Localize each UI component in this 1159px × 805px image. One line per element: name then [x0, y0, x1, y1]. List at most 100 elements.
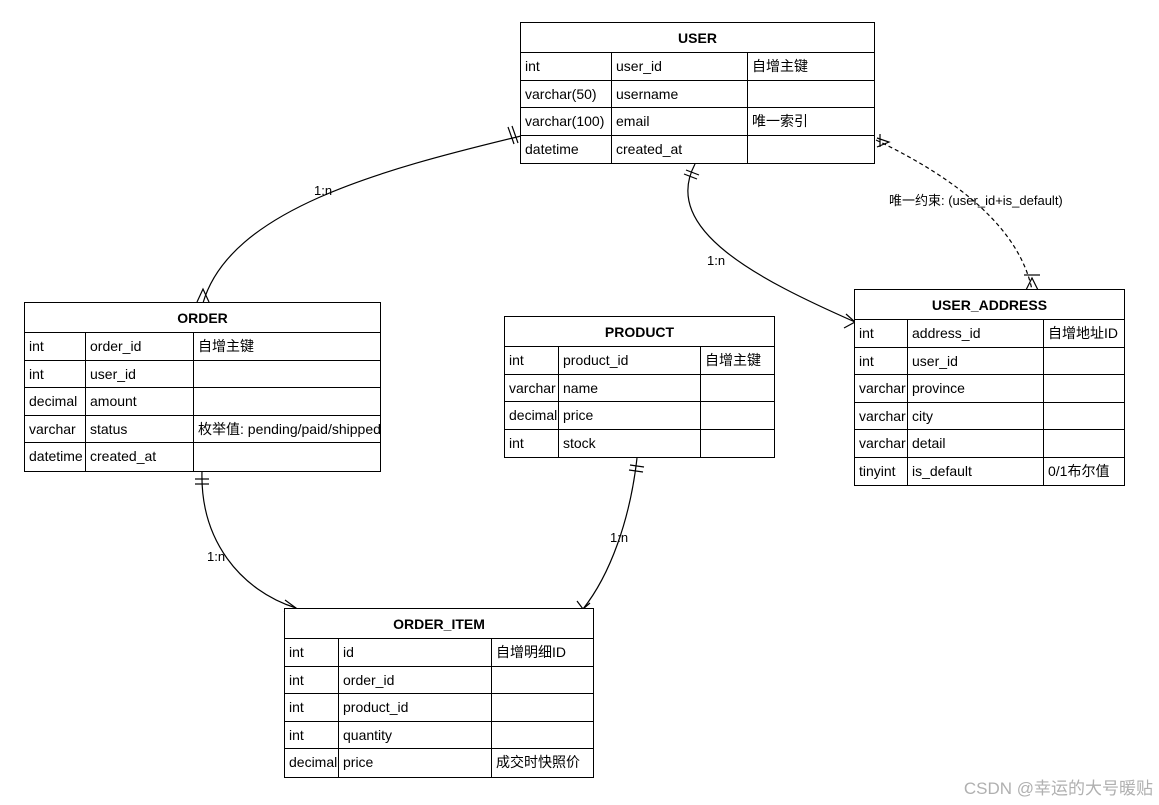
- column-type: int: [859, 325, 874, 341]
- column-note: [1043, 430, 1124, 457]
- column-type: int: [289, 699, 304, 715]
- table-row: int stock: [505, 429, 774, 457]
- column-type: int: [289, 644, 304, 660]
- table-row: int user_id: [855, 347, 1124, 375]
- column-name: price: [558, 402, 700, 429]
- table-row: decimal price: [505, 402, 774, 430]
- user-address-connector: [687, 163, 856, 323]
- column-name: stock: [558, 429, 700, 457]
- unique-constraint-end-mark: [876, 137, 891, 148]
- table-row: int user_id 自增主键: [521, 53, 874, 81]
- table-row: int quantity: [285, 721, 593, 749]
- column-name: name: [558, 374, 700, 401]
- column-type: int: [525, 58, 540, 74]
- user-entity[interactable]: USER int user_id 自增主键 varchar(50) userna…: [520, 22, 875, 164]
- column-note: [700, 374, 774, 401]
- table-row: int order_id 自增主键: [25, 333, 380, 361]
- user-address-entity-title: USER_ADDRESS: [855, 290, 1124, 320]
- column-name: user_id: [611, 53, 747, 80]
- order-item-entity-title: ORDER_ITEM: [285, 609, 593, 639]
- column-name: product_id: [338, 694, 491, 721]
- column-type: varchar: [29, 420, 76, 437]
- column-note: 自增主键: [747, 53, 874, 80]
- user-order-one-mark: [507, 126, 515, 145]
- column-name: address_id: [907, 320, 1043, 347]
- column-name: order_id: [85, 333, 193, 360]
- product-entity-title: PRODUCT: [505, 317, 774, 347]
- column-type: datetime: [29, 448, 83, 464]
- table-row: decimal amount: [25, 388, 380, 416]
- column-type: int: [509, 352, 524, 368]
- column-type: varchar: [859, 407, 906, 424]
- column-type: int: [29, 338, 44, 354]
- order-item-entity[interactable]: ORDER_ITEM int id 自增明细ID int order_id in…: [284, 608, 594, 778]
- column-name: quantity: [338, 721, 491, 748]
- column-note: [747, 80, 874, 107]
- watermark: CSDN @幸运的大号暖贴: [963, 779, 1153, 798]
- table-row: int product_id: [285, 694, 593, 722]
- column-note: [1043, 402, 1124, 429]
- column-name: status: [85, 415, 193, 442]
- column-name: amount: [85, 388, 193, 415]
- column-note: 自增主键: [700, 347, 774, 374]
- column-type: varchar: [509, 379, 556, 396]
- column-type: decimal: [509, 407, 558, 423]
- table-row: varchar detail: [855, 430, 1124, 458]
- column-name: detail: [907, 430, 1043, 457]
- product-item-cardinality-label: 1:n: [610, 530, 629, 545]
- unique-constraint-label: 唯一约束: (user_id+is_default): [889, 193, 1063, 208]
- column-note: [193, 443, 380, 471]
- column-name: id: [338, 639, 491, 666]
- column-note: [747, 135, 874, 163]
- column-name: user_id: [907, 347, 1043, 374]
- column-type: datetime: [525, 140, 579, 157]
- column-type: int: [859, 352, 874, 369]
- column-note: 枚举值: pending/paid/shipped: [193, 415, 380, 442]
- user-address-entity[interactable]: USER_ADDRESS int address_id 自增地址ID int u…: [854, 289, 1125, 486]
- column-name: price: [338, 749, 491, 777]
- column-note: 成交时快照价: [491, 749, 593, 777]
- column-note: [491, 666, 593, 693]
- order-entity[interactable]: ORDER int order_id 自增主键 int user_id deci…: [24, 302, 381, 472]
- column-note: [1043, 375, 1124, 402]
- table-row: varchar province: [855, 375, 1124, 403]
- table-row: varchar city: [855, 402, 1124, 430]
- column-note: [193, 388, 380, 415]
- column-name: product_id: [558, 347, 700, 374]
- user-address-cardinality-label: 1:n: [707, 253, 726, 268]
- column-name: order_id: [338, 666, 491, 693]
- order-item-connector: [201, 470, 297, 609]
- table-row: int user_id: [25, 360, 380, 388]
- order-item-cardinality-label: 1:n: [207, 549, 226, 564]
- product-item-one-mark: [628, 469, 644, 473]
- column-name: is_default: [907, 457, 1043, 485]
- table-row: int product_id 自增主键: [505, 347, 774, 375]
- column-type: decimal: [29, 393, 78, 409]
- column-note: 自增明细ID: [491, 639, 593, 666]
- column-note: 自增主键: [193, 333, 380, 360]
- column-type: varchar(100): [525, 113, 605, 129]
- column-note: 自增地址ID: [1043, 320, 1124, 347]
- column-note: [193, 360, 380, 387]
- column-type: int: [29, 365, 44, 382]
- table-row: varchar(100) email 唯一索引: [521, 108, 874, 136]
- product-item-one-mark: [629, 464, 645, 468]
- column-note: [491, 694, 593, 721]
- column-type: varchar(50): [525, 85, 597, 102]
- column-name: username: [611, 80, 747, 107]
- column-note: [700, 402, 774, 429]
- user-address-one-mark: [683, 173, 698, 180]
- table-row: int order_id: [285, 666, 593, 694]
- user-order-one-mark: [511, 125, 519, 144]
- user-order-cardinality-label: 1:n: [314, 183, 333, 198]
- table-row: datetime created_at: [25, 443, 380, 471]
- column-type: varchar: [859, 380, 906, 396]
- product-entity[interactable]: PRODUCT int product_id 自增主键 varchar name…: [504, 316, 775, 458]
- column-note: [491, 721, 593, 748]
- column-type: int: [289, 671, 304, 688]
- unique-constraint-connector: [875, 139, 1033, 291]
- order-entity-title: ORDER: [25, 303, 380, 333]
- column-name: user_id: [85, 360, 193, 387]
- column-note: 唯一索引: [747, 108, 874, 135]
